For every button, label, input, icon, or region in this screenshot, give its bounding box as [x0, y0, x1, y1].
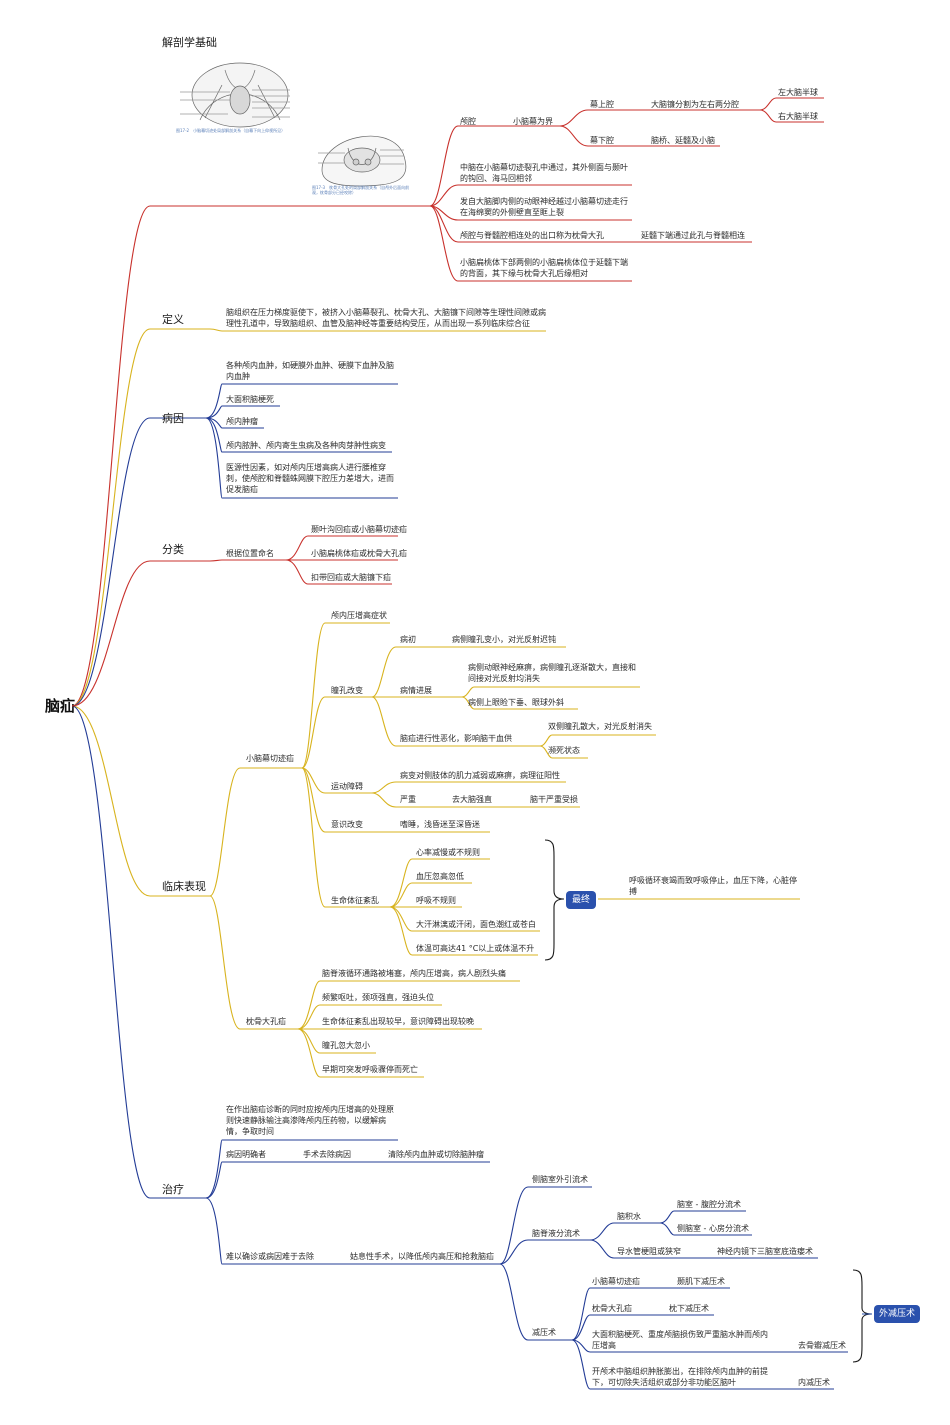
node-vital[interactable]: 生命体征紊乱: [331, 896, 379, 905]
node-etiology-3[interactable]: 颅内肿瘤: [226, 417, 258, 426]
branch-definition[interactable]: 定义: [162, 313, 184, 326]
node-pupil[interactable]: 瞳孔改变: [331, 686, 363, 695]
node-infra[interactable]: 幕下腔: [590, 136, 614, 145]
node-brainstem[interactable]: 脑干严重受损: [530, 795, 578, 804]
node-surgery-remove[interactable]: 手术去除病因: [303, 1150, 351, 1159]
node-vital-2[interactable]: 血压忽高忽低: [416, 872, 464, 881]
red-connectors: [71, 97, 824, 707]
node-etiology-2[interactable]: 大面积脑梗死: [226, 395, 274, 404]
node-vital-1[interactable]: 心率减慢或不规则: [416, 848, 480, 857]
node-definition-text[interactable]: 脑组织在压力梯度驱使下，被挤入小脑幕裂孔、枕骨大孔、大脑镰下间隙等生理性间隙或病…: [226, 308, 546, 328]
node-remove-detail[interactable]: 清除颅内血肿或切除脑肿瘤: [388, 1150, 484, 1159]
node-progress[interactable]: 病情进展: [400, 686, 432, 695]
node-ventricle-drain[interactable]: 侧脑室外引流术: [532, 1175, 588, 1184]
badge-external[interactable]: 外减压术: [874, 1305, 920, 1323]
node-vp-shunt[interactable]: 脑室 - 腹腔分流术: [677, 1200, 741, 1209]
blue-connectors: [71, 383, 848, 1390]
node-progress-2[interactable]: 病侧上眼睑下垂、眼球外斜: [468, 698, 564, 707]
node-endoscopic[interactable]: 神经内镜下三脑室底造瘘术: [717, 1247, 813, 1256]
node-d1-result[interactable]: 颞肌下减压术: [677, 1277, 725, 1286]
node-final-detail[interactable]: 呼吸循环衰竭而致呼吸停止，血压下降，心脏停搏: [629, 876, 797, 896]
node-csf-shunt[interactable]: 脑脊液分流术: [532, 1229, 580, 1238]
node-medulla[interactable]: 延髓下端通过此孔与脊髓相连: [641, 231, 745, 240]
yellow-connectors: [71, 328, 800, 1078]
node-right-hemisphere[interactable]: 右大脑半球: [778, 112, 818, 121]
node-class-1[interactable]: 颞叶沟回疝或小脑幕切迹疝: [311, 525, 407, 534]
node-left-hemisphere[interactable]: 左大脑半球: [778, 88, 818, 97]
node-vital-4[interactable]: 大汗淋漓或汗闭，面色潮红或苍白: [416, 920, 536, 929]
node-decerebrate[interactable]: 去大脑强直: [452, 795, 492, 804]
anatomy-figure-tentorium: [180, 62, 290, 128]
node-d4-result[interactable]: 内减压术: [798, 1378, 830, 1387]
node-decompression[interactable]: 减压术: [532, 1328, 556, 1337]
node-foraminal-5[interactable]: 早期可突发呼吸骤停而死亡: [322, 1065, 418, 1074]
node-foraminal-4[interactable]: 瞳孔忽大忽小: [322, 1041, 370, 1050]
node-vital-5[interactable]: 体温可高达41 °C以上或体温不升: [416, 944, 535, 953]
branch-classification[interactable]: 分类: [162, 543, 184, 556]
node-foraminal-3[interactable]: 生命体征紊乱出现较早，意识障碍出现较晚: [322, 1017, 474, 1026]
node-midbrain[interactable]: 中脑在小脑幕切迹裂孔中通过，其外侧面与颞叶的钩回、海马回相邻: [460, 163, 628, 183]
badge-final[interactable]: 最终: [566, 891, 596, 909]
node-unclear[interactable]: 难以确诊或病因难于去除: [226, 1252, 314, 1261]
node-etiology-1[interactable]: 各种颅内血肿，如硬膜外血肿、硬膜下血肿及脑内血肿: [226, 361, 394, 381]
node-vital-3[interactable]: 呼吸不规则: [416, 896, 456, 905]
branch-treatment[interactable]: 治疗: [162, 1183, 184, 1196]
node-etiology-5[interactable]: 医源性因素，如对颅内压增高病人进行腰椎穿刺，使颅腔和脊髓蛛网膜下腔压力差增大，进…: [226, 463, 394, 494]
root-topic[interactable]: 脑疝: [45, 697, 76, 715]
node-supra[interactable]: 幕上腔: [590, 100, 614, 109]
node-early[interactable]: 病初: [400, 635, 416, 644]
node-principle[interactable]: 在作出脑疝诊断的同时应按颅内压增高的处理原则快速静脉输注高渗降颅内压药物，以缓解…: [226, 1105, 394, 1136]
node-motor[interactable]: 运动障碍: [331, 782, 363, 791]
node-severe-herniation[interactable]: 脑疝进行性恶化，影响脑干血供: [400, 734, 512, 743]
node-dying[interactable]: 濒死状态: [548, 746, 580, 755]
anatomy-figure-foramen: [318, 135, 407, 187]
node-falx[interactable]: 大脑镰分割为左右两分腔: [651, 100, 739, 109]
node-cavity[interactable]: 颅腔: [460, 117, 476, 126]
node-etiology-4[interactable]: 颅内脓肿、颅内寄生虫病及各种肉芽肿性病变: [226, 441, 386, 450]
node-d3-result[interactable]: 去骨瓣减压术: [798, 1341, 846, 1350]
node-oculomotor[interactable]: 发自大脑脚内侧的动眼神经越过小脑幕切迹走行在海绵窦的外侧壁直至眶上裂: [460, 197, 628, 217]
node-consciousness[interactable]: 意识改变: [331, 820, 363, 829]
node-class-3[interactable]: 扣带回疝或大脑镰下疝: [311, 573, 391, 582]
node-tentorium[interactable]: 小脑幕为界: [513, 117, 553, 126]
node-d4[interactable]: 开颅术中脑组织肿胀膨出，在排除颅内血肿的前提下，可切除失活组织或部分非功能区脑叶: [592, 1367, 768, 1387]
node-infra-content[interactable]: 脑桥、延髓及小脑: [651, 136, 715, 145]
node-va-shunt[interactable]: 侧脑室 - 心房分流术: [677, 1224, 749, 1233]
node-aqueduct[interactable]: 导水管梗阻或狭窄: [617, 1247, 681, 1256]
node-hydrocephalus[interactable]: 脑积水: [617, 1212, 641, 1221]
node-by-location[interactable]: 根据位置命名: [226, 549, 274, 558]
node-bilateral[interactable]: 双侧瞳孔散大，对光反射消失: [548, 722, 652, 731]
node-tentorial[interactable]: 小脑幕切迹疝: [246, 754, 294, 763]
branch-anatomy[interactable]: 解剖学基础: [162, 36, 217, 49]
node-class-2[interactable]: 小脑扁桃体疝或枕骨大孔疝: [311, 549, 407, 558]
branch-etiology[interactable]: 病因: [162, 412, 184, 425]
node-early-detail[interactable]: 病侧瞳孔变小，对光反射迟钝: [452, 635, 556, 644]
node-palliative[interactable]: 姑息性手术，以降低颅内高压和抢救脑疝: [350, 1252, 494, 1261]
node-d2[interactable]: 枕骨大孔疝: [592, 1304, 632, 1313]
node-foraminal[interactable]: 枕骨大孔疝: [246, 1017, 286, 1026]
fig1-caption: 图17-2 小脑幕切迹处局部解剖关系（自幕下向上仰视所见）: [176, 128, 286, 133]
node-foraminal-1[interactable]: 脑脊液循环通路被堵塞，颅内压增高，病人剧烈头痛: [322, 969, 506, 978]
node-severe[interactable]: 严重: [400, 795, 416, 804]
node-d2-result[interactable]: 枕下减压术: [669, 1304, 709, 1313]
node-d1[interactable]: 小脑幕切迹疝: [592, 1277, 640, 1286]
branch-clinical[interactable]: 临床表现: [162, 880, 206, 893]
node-foramen[interactable]: 颅腔与脊髓腔相连处的出口称为枕骨大孔: [460, 231, 604, 240]
node-progress-1[interactable]: 病侧动眼神经麻痹，病侧瞳孔逐渐散大，直接和间接对光反射均消失: [468, 663, 636, 683]
node-tonsil[interactable]: 小脑扁桃体下部两侧的小脑扁桃体位于延髓下端的背面，其下缘与枕骨大孔后缘相对: [460, 258, 628, 278]
node-consciousness-detail[interactable]: 嗜睡，浅昏迷至深昏迷: [400, 820, 480, 829]
fig2-caption: 图17-3 枕骨大孔处的局部解剖关系（自颅外后面向前观，枕骨部分已经咬除）: [312, 185, 410, 195]
node-d3[interactable]: 大面积脑梗死、重度颅脑损伤致严重脑水肿而颅内压增高: [592, 1330, 768, 1350]
node-foraminal-2[interactable]: 频繁呕吐，颈项强直，强迫头位: [322, 993, 434, 1002]
node-icp[interactable]: 颅内压增高症状: [331, 611, 387, 620]
node-clear-cause[interactable]: 病因明确者: [226, 1150, 266, 1159]
node-motor-1[interactable]: 病变对侧肢体的肌力减弱或麻痹，病理征阳性: [400, 771, 560, 780]
